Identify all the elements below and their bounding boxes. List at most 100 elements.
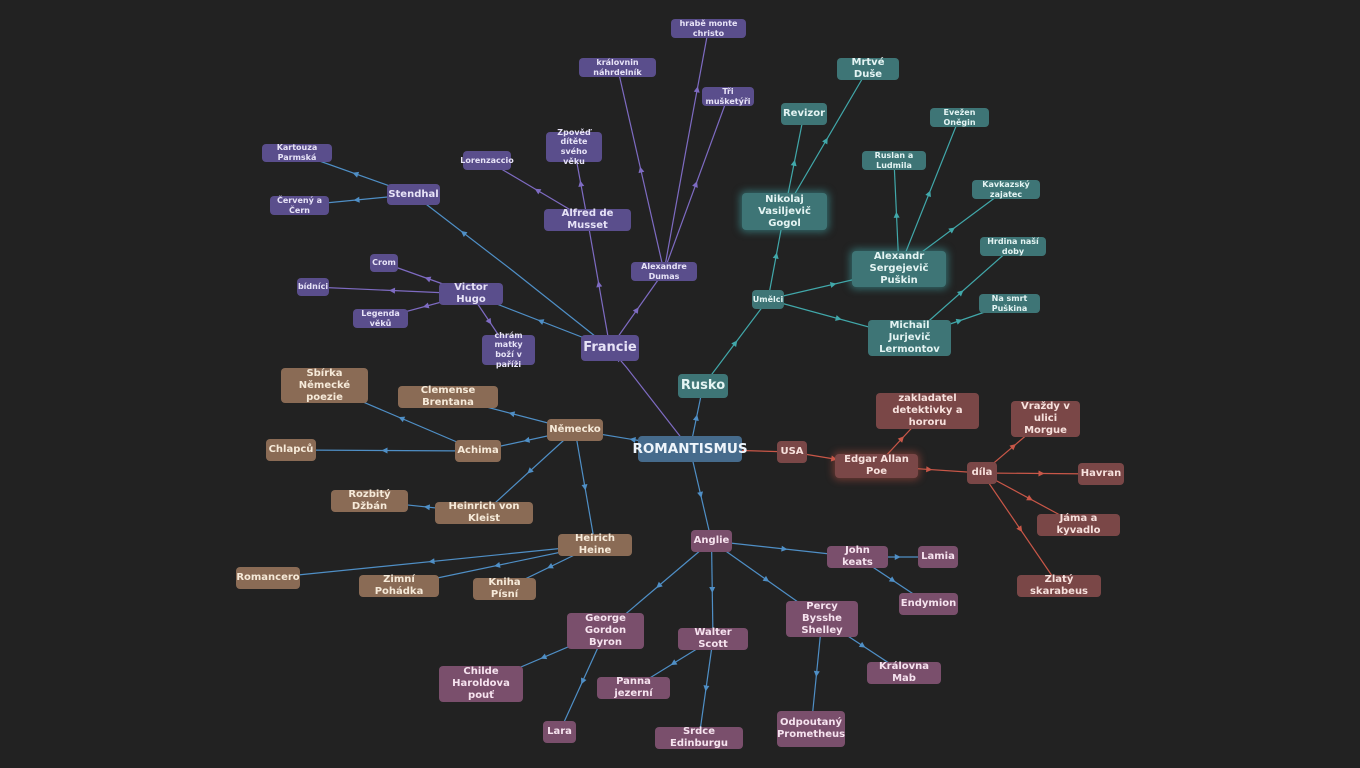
arrowhead-francie-dumas: [632, 307, 639, 314]
arrowhead-nemecko-kleist: [527, 467, 534, 474]
node-poe[interactable]: Edgar Allan Poe: [835, 454, 918, 478]
node-dila[interactable]: díla: [967, 462, 997, 484]
arrowhead-usa-poe: [830, 455, 838, 462]
node-romancero[interactable]: Romancero: [236, 567, 300, 589]
arrowhead-dila-morgue: [1009, 444, 1017, 451]
node-lara[interactable]: Lara: [543, 721, 576, 743]
arrowhead-hugo-crom: [424, 276, 432, 283]
arrowhead-heine-romancero: [428, 558, 435, 565]
node-lorenzaccio[interactable]: Lorenzaccio: [460, 151, 514, 170]
node-mrtve[interactable]: Mrtvé Duše: [837, 57, 899, 80]
node-achima[interactable]: Achima: [455, 440, 501, 462]
node-jama[interactable]: Jáma a kyvadlo: [1037, 513, 1120, 536]
arrowhead-francie-musset: [596, 281, 603, 288]
arrowhead-achima-chlapcu: [381, 447, 388, 454]
node-montechristo[interactable]: hrabě monte christo: [671, 19, 746, 38]
node-usa[interactable]: USA: [777, 441, 807, 463]
arrowhead-lermontov-hrdina: [957, 290, 964, 297]
node-anglie[interactable]: Anglie: [691, 530, 732, 552]
arrowhead-puskin-onegin: [925, 190, 931, 198]
arrowhead-umelci-puskin: [829, 282, 837, 288]
arrowhead-gogol-revizor: [790, 159, 797, 167]
node-kartouza[interactable]: Kartouza Parmská: [262, 143, 332, 162]
arrowhead-musset-zpoved: [578, 180, 585, 187]
arrowhead-puskin-kavkazsky: [948, 227, 955, 234]
arrowhead-anglie-byron: [656, 581, 663, 588]
node-umelci[interactable]: Umělci: [752, 290, 784, 309]
node-bidnici[interactable]: bídníci: [297, 278, 329, 296]
node-keats[interactable]: John keats: [827, 545, 888, 568]
arrowhead-byron-lara: [581, 677, 587, 685]
node-nahrdelnik[interactable]: královnin náhrdelník: [579, 58, 656, 77]
arrowhead-heine-zimni: [494, 561, 501, 568]
node-sbirka[interactable]: Sbírka Německé poezie: [281, 368, 368, 403]
arrowhead-dumas-musketyri: [692, 181, 698, 188]
node-crom[interactable]: Crom: [370, 254, 398, 272]
arrowhead-kleist-dzban: [423, 504, 431, 511]
node-lermontov[interactable]: Michail Jurjevič Lermontov: [868, 320, 951, 356]
node-srdce[interactable]: Srdce Edinburgu: [655, 726, 743, 749]
node-gogol[interactable]: Nikolaj Vasiljevič Gogol: [742, 193, 827, 230]
node-chlapcu[interactable]: Chlapců: [266, 439, 316, 461]
node-prometheus[interactable]: Odpoutaný Prometheus: [777, 711, 845, 747]
arrowhead-keats-lamia: [894, 554, 901, 560]
node-endymion[interactable]: Endymion: [899, 593, 958, 615]
node-skarabeus[interactable]: Zlatý skarabeus: [1017, 574, 1101, 597]
node-rusko[interactable]: Rusko: [678, 374, 728, 398]
arrowhead-nemecko-heine: [581, 484, 588, 491]
node-scott[interactable]: Walter Scott: [678, 627, 748, 650]
edge-root-francie: [609, 347, 691, 450]
edge-francie-stendhal: [413, 194, 611, 349]
node-root[interactable]: ROMANTISMUS: [632, 436, 748, 462]
node-onegin[interactable]: Evežen Oněgin: [930, 108, 989, 127]
node-zimni[interactable]: Zimní Pohádka: [359, 574, 439, 597]
node-morgue[interactable]: Vraždy v ulici Morgue: [1011, 401, 1080, 437]
node-ruslan[interactable]: Ruslan a Ludmila: [862, 151, 926, 170]
node-pisni[interactable]: Kniha Písní: [473, 577, 536, 600]
arrowhead-anglie-keats: [781, 545, 788, 552]
node-brentana[interactable]: Clemense Brentana: [398, 385, 498, 408]
node-kavkazsky[interactable]: Kavkazský zajatec: [972, 180, 1040, 199]
node-hugo[interactable]: Victor Hugo: [439, 282, 503, 305]
arrowhead-nemecko-achima: [523, 436, 531, 443]
node-mab[interactable]: Královna Mab: [867, 661, 941, 684]
node-nasmrt[interactable]: Na smrt Puškina: [979, 294, 1040, 313]
node-zpoved[interactable]: Zpověď dítěte svého věku: [546, 128, 602, 166]
node-panna[interactable]: Panna jezerní: [597, 676, 670, 699]
node-revizor[interactable]: Revizor: [781, 103, 827, 125]
arrowhead-anglie-scott: [709, 586, 716, 593]
node-nemecko[interactable]: Německo: [547, 419, 603, 441]
node-kleist[interactable]: Heinrich von Kleist: [435, 501, 533, 524]
node-francie[interactable]: Francie: [581, 335, 639, 361]
node-musketyri[interactable]: Tři mušketýři: [702, 87, 754, 106]
arrowhead-shelley-prometheus: [813, 670, 820, 677]
node-dzban[interactable]: Rozbitý Džbán: [331, 489, 408, 512]
node-byron[interactable]: George Gordon Byron: [567, 613, 644, 649]
node-chram[interactable]: chrám matky boží v paříži: [482, 331, 535, 369]
node-childe[interactable]: Childe Haroldova pouť: [439, 666, 523, 702]
node-legenda[interactable]: Legenda věků: [353, 309, 408, 328]
node-hrdina[interactable]: Hrdina naší doby: [980, 237, 1046, 256]
node-lamia[interactable]: Lamia: [918, 546, 958, 568]
arrowhead-root-anglie: [697, 491, 703, 498]
arrowhead-heine-pisni: [547, 562, 554, 569]
arrowhead-poe-zakladatel: [897, 436, 905, 443]
node-shelley[interactable]: Percy Bysshe Shelley: [786, 601, 858, 637]
arrowhead-anglie-shelley: [762, 575, 770, 582]
node-puskin[interactable]: Alexandr Sergejevič Puškin: [852, 251, 946, 287]
arrowhead-hugo-legenda: [422, 302, 430, 309]
node-havran[interactable]: Havran: [1078, 463, 1124, 485]
node-stendhal[interactable]: Stendhal: [387, 184, 440, 205]
arrowhead-puskin-ruslan: [893, 211, 900, 218]
arrowhead-musset-lorenzaccio: [534, 188, 542, 195]
node-heine[interactable]: Heirich Heine: [558, 533, 632, 556]
node-cerveny[interactable]: Červený a Čern: [270, 196, 329, 215]
node-musset[interactable]: Alfred de Musset: [544, 208, 631, 231]
arrowhead-stendhal-cerveny: [353, 196, 360, 203]
node-zakladatel[interactable]: zakladatel detektivky a hororu: [876, 393, 979, 429]
edge-dumas-montechristo: [663, 28, 710, 272]
arrowhead-francie-stendhal: [460, 230, 468, 237]
node-dumas[interactable]: Alexandre Dumas: [631, 262, 697, 281]
arrowhead-rusko-umelci: [731, 340, 738, 347]
